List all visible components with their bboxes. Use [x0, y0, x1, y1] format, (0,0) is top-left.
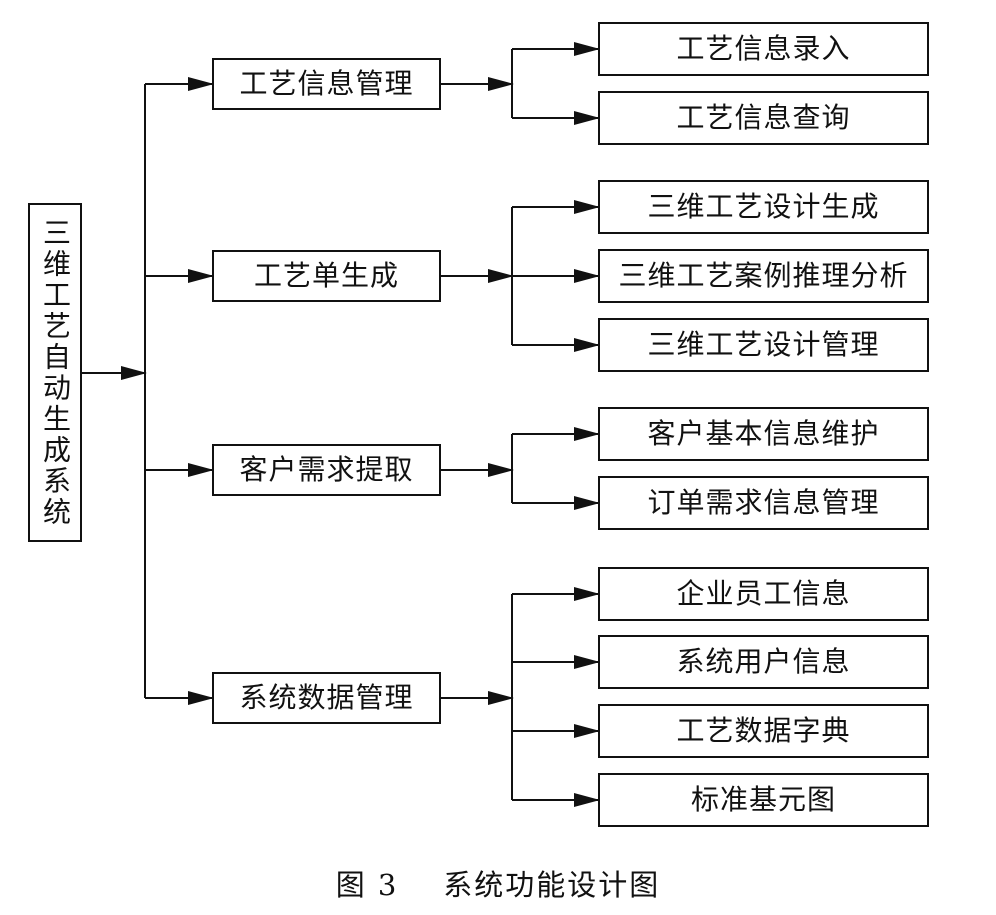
leaf-node: 系统用户信息	[598, 635, 929, 689]
leaf-node: 工艺数据字典	[598, 704, 929, 758]
module-node-label: 客户需求提取	[239, 453, 414, 486]
leaf-node-label: 三维工艺设计管理	[647, 328, 880, 361]
module-node-label: 工艺信息管理	[239, 67, 414, 100]
module-node-requirement-extraction: 客户需求提取	[212, 444, 441, 496]
figure-caption: 图 3 系统功能设计图	[0, 862, 996, 904]
root-node-label: 三维工艺自动生成系统	[39, 217, 72, 528]
module-node-process-info: 工艺信息管理	[212, 58, 441, 110]
root-node: 三维工艺自动生成系统	[28, 203, 82, 542]
figure-title: 系统功能设计图	[443, 868, 661, 902]
leaf-node-label: 订单需求信息管理	[647, 486, 880, 519]
module-node-label: 工艺单生成	[253, 259, 399, 292]
leaf-node: 三维工艺案例推理分析	[598, 249, 929, 303]
leaf-node-label: 系统用户信息	[676, 645, 851, 678]
leaf-node: 工艺信息录入	[598, 22, 929, 76]
leaf-node: 客户基本信息维护	[598, 407, 929, 461]
leaf-node-label: 客户基本信息维护	[647, 417, 880, 450]
leaf-node: 标准基元图	[598, 773, 929, 827]
module-node-system-data: 系统数据管理	[212, 672, 441, 724]
leaf-node-label: 工艺信息录入	[676, 32, 851, 65]
leaf-node: 三维工艺设计生成	[598, 180, 929, 234]
leaf-node-label: 三维工艺案例推理分析	[618, 259, 909, 292]
leaf-node: 订单需求信息管理	[598, 476, 929, 530]
module-node-label: 系统数据管理	[239, 681, 414, 714]
leaf-node-label: 标准基元图	[690, 783, 836, 816]
leaf-node-label: 工艺数据字典	[676, 714, 851, 747]
leaf-node: 企业员工信息	[598, 567, 929, 621]
leaf-node: 三维工艺设计管理	[598, 318, 929, 372]
module-node-sheet-generation: 工艺单生成	[212, 250, 441, 302]
figure-number: 图 3	[335, 868, 399, 902]
leaf-node-label: 三维工艺设计生成	[647, 190, 880, 223]
leaf-node: 工艺信息查询	[598, 91, 929, 145]
leaf-node-label: 企业员工信息	[676, 577, 851, 610]
leaf-node-label: 工艺信息查询	[676, 101, 851, 134]
